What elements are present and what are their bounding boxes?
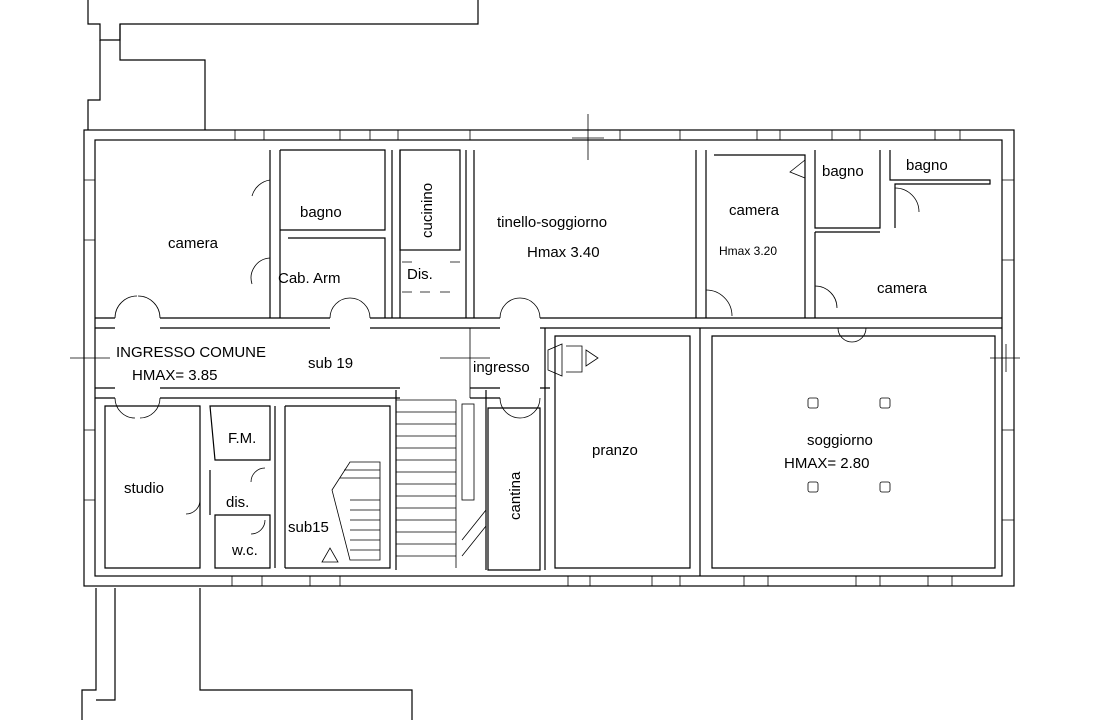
sub15-staircase — [321, 461, 381, 563]
room-labels: camera bagno Cab. Arm cucinino Dis. tine… — [116, 157, 948, 559]
label-bagno-1: bagno — [300, 204, 342, 221]
label-soggiorno: soggiorno — [807, 432, 873, 449]
label-tinello-soggiorno: tinello-soggiorno — [497, 214, 607, 231]
label-cab-arm: Cab. Arm — [278, 270, 341, 287]
label-cucinino: cucinino — [419, 183, 436, 238]
label-tinello-height: Hmax 3.40 — [527, 244, 600, 261]
label-ingresso: ingresso — [473, 359, 530, 376]
label-dis-bottom: dis. — [226, 494, 249, 511]
interior-walls — [95, 149, 1002, 576]
adjacent-building-bottom — [81, 588, 413, 720]
label-pranzo: pranzo — [592, 442, 638, 459]
staircase — [396, 399, 487, 568]
label-sub19: sub 19 — [308, 355, 353, 372]
label-bagno-3: bagno — [906, 157, 948, 174]
label-dis-top: Dis. — [407, 266, 433, 283]
label-ingresso-comune: INGRESSO COMUNE — [116, 344, 266, 361]
label-camera-left: camera — [168, 235, 219, 252]
label-soggiorno-height: HMAX= 2.80 — [784, 455, 869, 472]
label-studio: studio — [124, 480, 164, 497]
section-lines — [70, 114, 1020, 398]
label-fm: F.M. — [228, 430, 256, 447]
label-camera-mid: camera — [729, 202, 780, 219]
outer-walls — [83, 129, 1015, 587]
label-ingresso-comune-height: HMAX= 3.85 — [132, 367, 217, 384]
label-bagno-2: bagno — [822, 163, 864, 180]
label-wc: w.c. — [231, 542, 258, 559]
label-camera-mid-height: Hmax 3.20 — [719, 244, 777, 258]
label-camera-right: camera — [877, 280, 928, 297]
label-cantina: cantina — [507, 471, 524, 520]
entrance-marker — [547, 343, 599, 377]
adjacent-building-top — [87, 0, 479, 130]
columns — [807, 397, 891, 493]
label-sub15: sub15 — [288, 519, 329, 536]
doors — [114, 159, 920, 535]
